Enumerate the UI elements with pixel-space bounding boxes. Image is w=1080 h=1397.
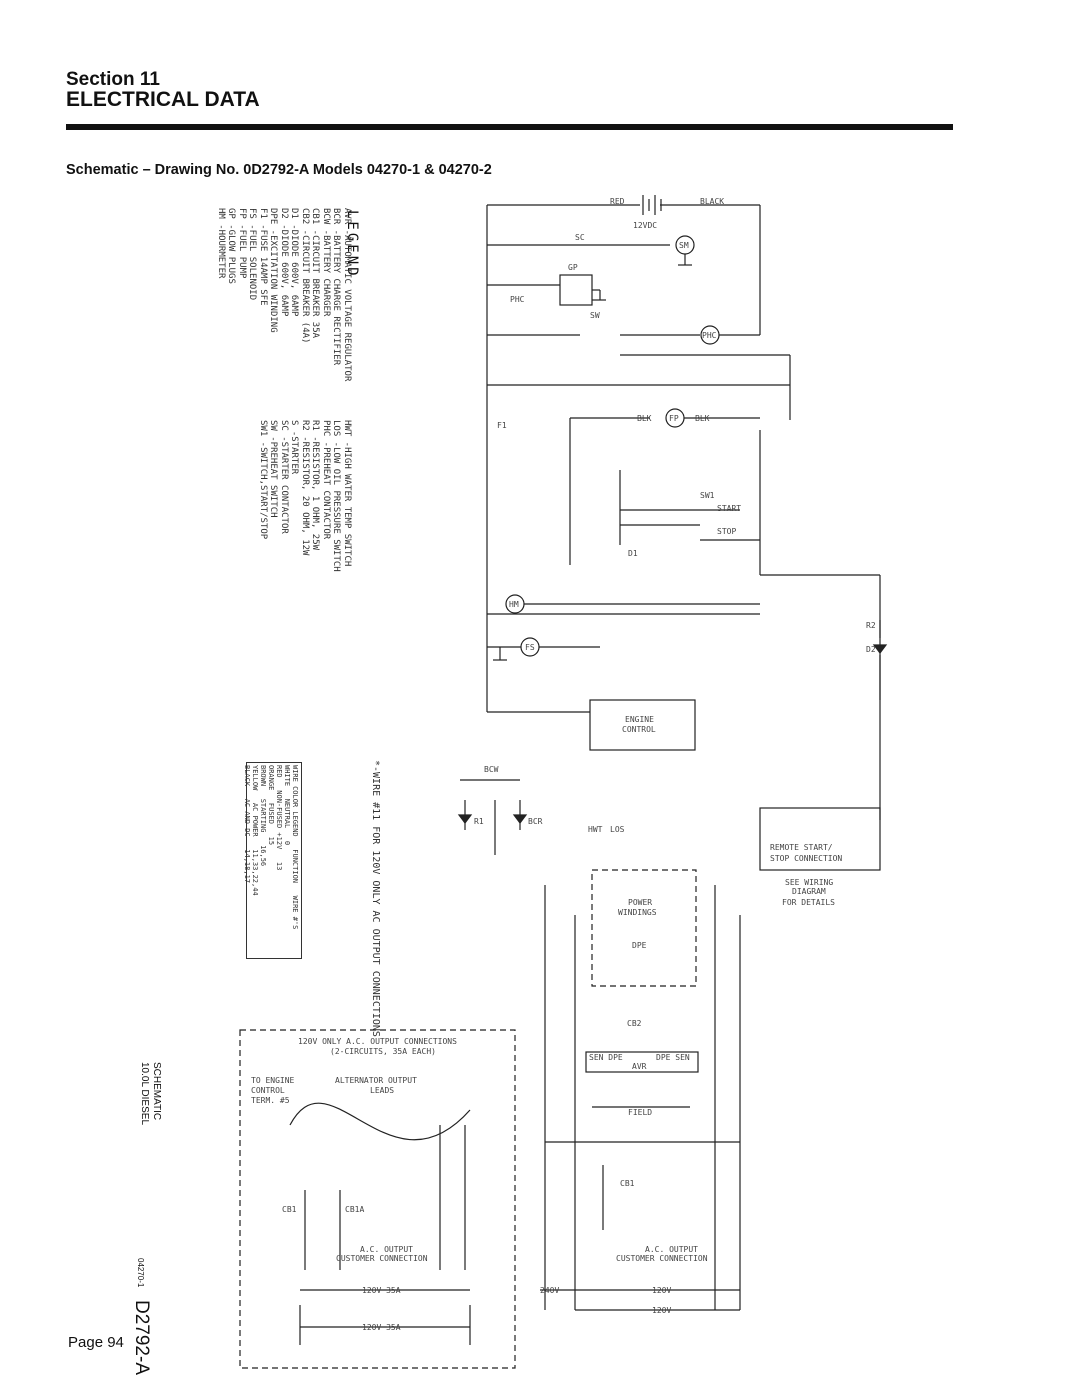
label-120v-a: 120V	[652, 1286, 671, 1295]
label-ac-output-left: A.C. OUTPUT	[360, 1245, 413, 1254]
label-cb1-left: CB1	[282, 1205, 297, 1214]
label-diagram: DIAGRAM	[792, 887, 826, 896]
label-phc: PHC	[510, 295, 525, 304]
label-sm: SM	[679, 241, 689, 250]
label-sc: SC	[575, 233, 585, 242]
page-number: Page 94	[68, 1334, 124, 1351]
header-rule	[66, 124, 953, 130]
drawing-number: D2792-A	[131, 1300, 152, 1375]
label-sen-dpe: SEN DPE	[589, 1053, 623, 1062]
drawing-subtitle: Schematic – Drawing No. 0D2792-A Models …	[66, 162, 492, 178]
label-bcr: BCR	[528, 817, 543, 826]
wire-color-table: WIRE COLOR LEGEND FUNCTION WIRE #'S WHIT…	[243, 762, 302, 959]
label-r2: R2	[866, 621, 876, 630]
section-title: ELECTRICAL DATA	[66, 88, 260, 112]
label-cb1a: CB1A	[345, 1205, 364, 1214]
label-dpe: DPE	[632, 941, 647, 950]
label-d1: D1	[628, 549, 638, 558]
model-number: 04270-1	[136, 1258, 145, 1288]
label-blk-2: BLK	[695, 414, 710, 423]
label-sw1: SW1	[700, 491, 715, 500]
label-see-wiring: SEE WIRING	[785, 878, 833, 887]
label-engine: ENGINE	[625, 715, 654, 724]
label-avr: AVR	[632, 1062, 647, 1071]
label-stop: STOP	[717, 527, 736, 536]
label-cb2: CB2	[627, 1019, 642, 1028]
label-120v-35a-b: 120V 35A	[362, 1323, 401, 1332]
label-120v-35a-a: 120V 35A	[362, 1286, 401, 1295]
schematic-caption-line1: SCHEMATIC	[151, 1062, 162, 1121]
label-for-details: FOR DETAILS	[782, 898, 835, 907]
label-hm: HM	[509, 600, 519, 609]
label-remote: REMOTE START/	[770, 843, 833, 852]
schematic-caption: SCHEMATIC 10.0L DIESEL	[138, 1062, 162, 1125]
label-box-title1: 120V ONLY A.C. OUTPUT CONNECTIONS	[298, 1037, 457, 1046]
label-f1: F1	[497, 421, 507, 430]
label-start: START	[717, 504, 741, 513]
label-fp: FP	[669, 414, 679, 423]
label-fs: FS	[525, 643, 535, 652]
label-customer-conn-left: CUSTOMER CONNECTION	[336, 1254, 428, 1263]
label-blk-1: BLK	[637, 414, 652, 423]
label-windings: WINDINGS	[618, 908, 657, 917]
label-to-engine: TO ENGINE	[251, 1076, 295, 1085]
label-dpe-sen: DPE SEN	[656, 1053, 690, 1062]
label-cb1: CB1	[620, 1179, 635, 1188]
section-number: Section 11	[66, 69, 160, 90]
label-hwt: HWT	[588, 825, 603, 834]
section-header: Section 11 ELECTRICAL DATA	[66, 70, 260, 111]
label-sw: SW	[590, 311, 600, 320]
label-120v-b: 120V	[652, 1306, 671, 1315]
label-stop-conn: STOP CONNECTION	[770, 854, 842, 863]
label-black: BLACK	[700, 197, 724, 206]
label-customer-conn-right: CUSTOMER CONNECTION	[616, 1254, 708, 1263]
label-bcw: BCW	[484, 765, 499, 774]
label-term5: TERM. #5	[251, 1096, 290, 1105]
label-control: CONTROL	[622, 725, 656, 734]
label-box-title2: (2-CIRCUITS, 35A EACH)	[330, 1047, 436, 1056]
label-field: FIELD	[628, 1108, 652, 1117]
label-control-term: CONTROL	[251, 1086, 285, 1095]
label-alt-leads1: ALTERNATOR OUTPUT	[335, 1076, 417, 1085]
label-power: POWER	[628, 898, 652, 907]
label-gp: GP	[568, 263, 578, 272]
label-r1: R1	[474, 817, 484, 826]
label-battery: 12VDC	[633, 221, 657, 230]
label-alt-leads2: LEADS	[370, 1086, 394, 1095]
label-d2: D2	[866, 645, 876, 654]
label-red: RED	[610, 197, 625, 206]
schematic-caption-line2: 10.0L DIESEL	[139, 1062, 150, 1126]
label-240v: 240V	[540, 1286, 559, 1295]
label-los: LOS	[610, 825, 625, 834]
label-ac-output-right: A.C. OUTPUT	[645, 1245, 698, 1254]
label-phc-coil: PHC	[702, 331, 717, 340]
